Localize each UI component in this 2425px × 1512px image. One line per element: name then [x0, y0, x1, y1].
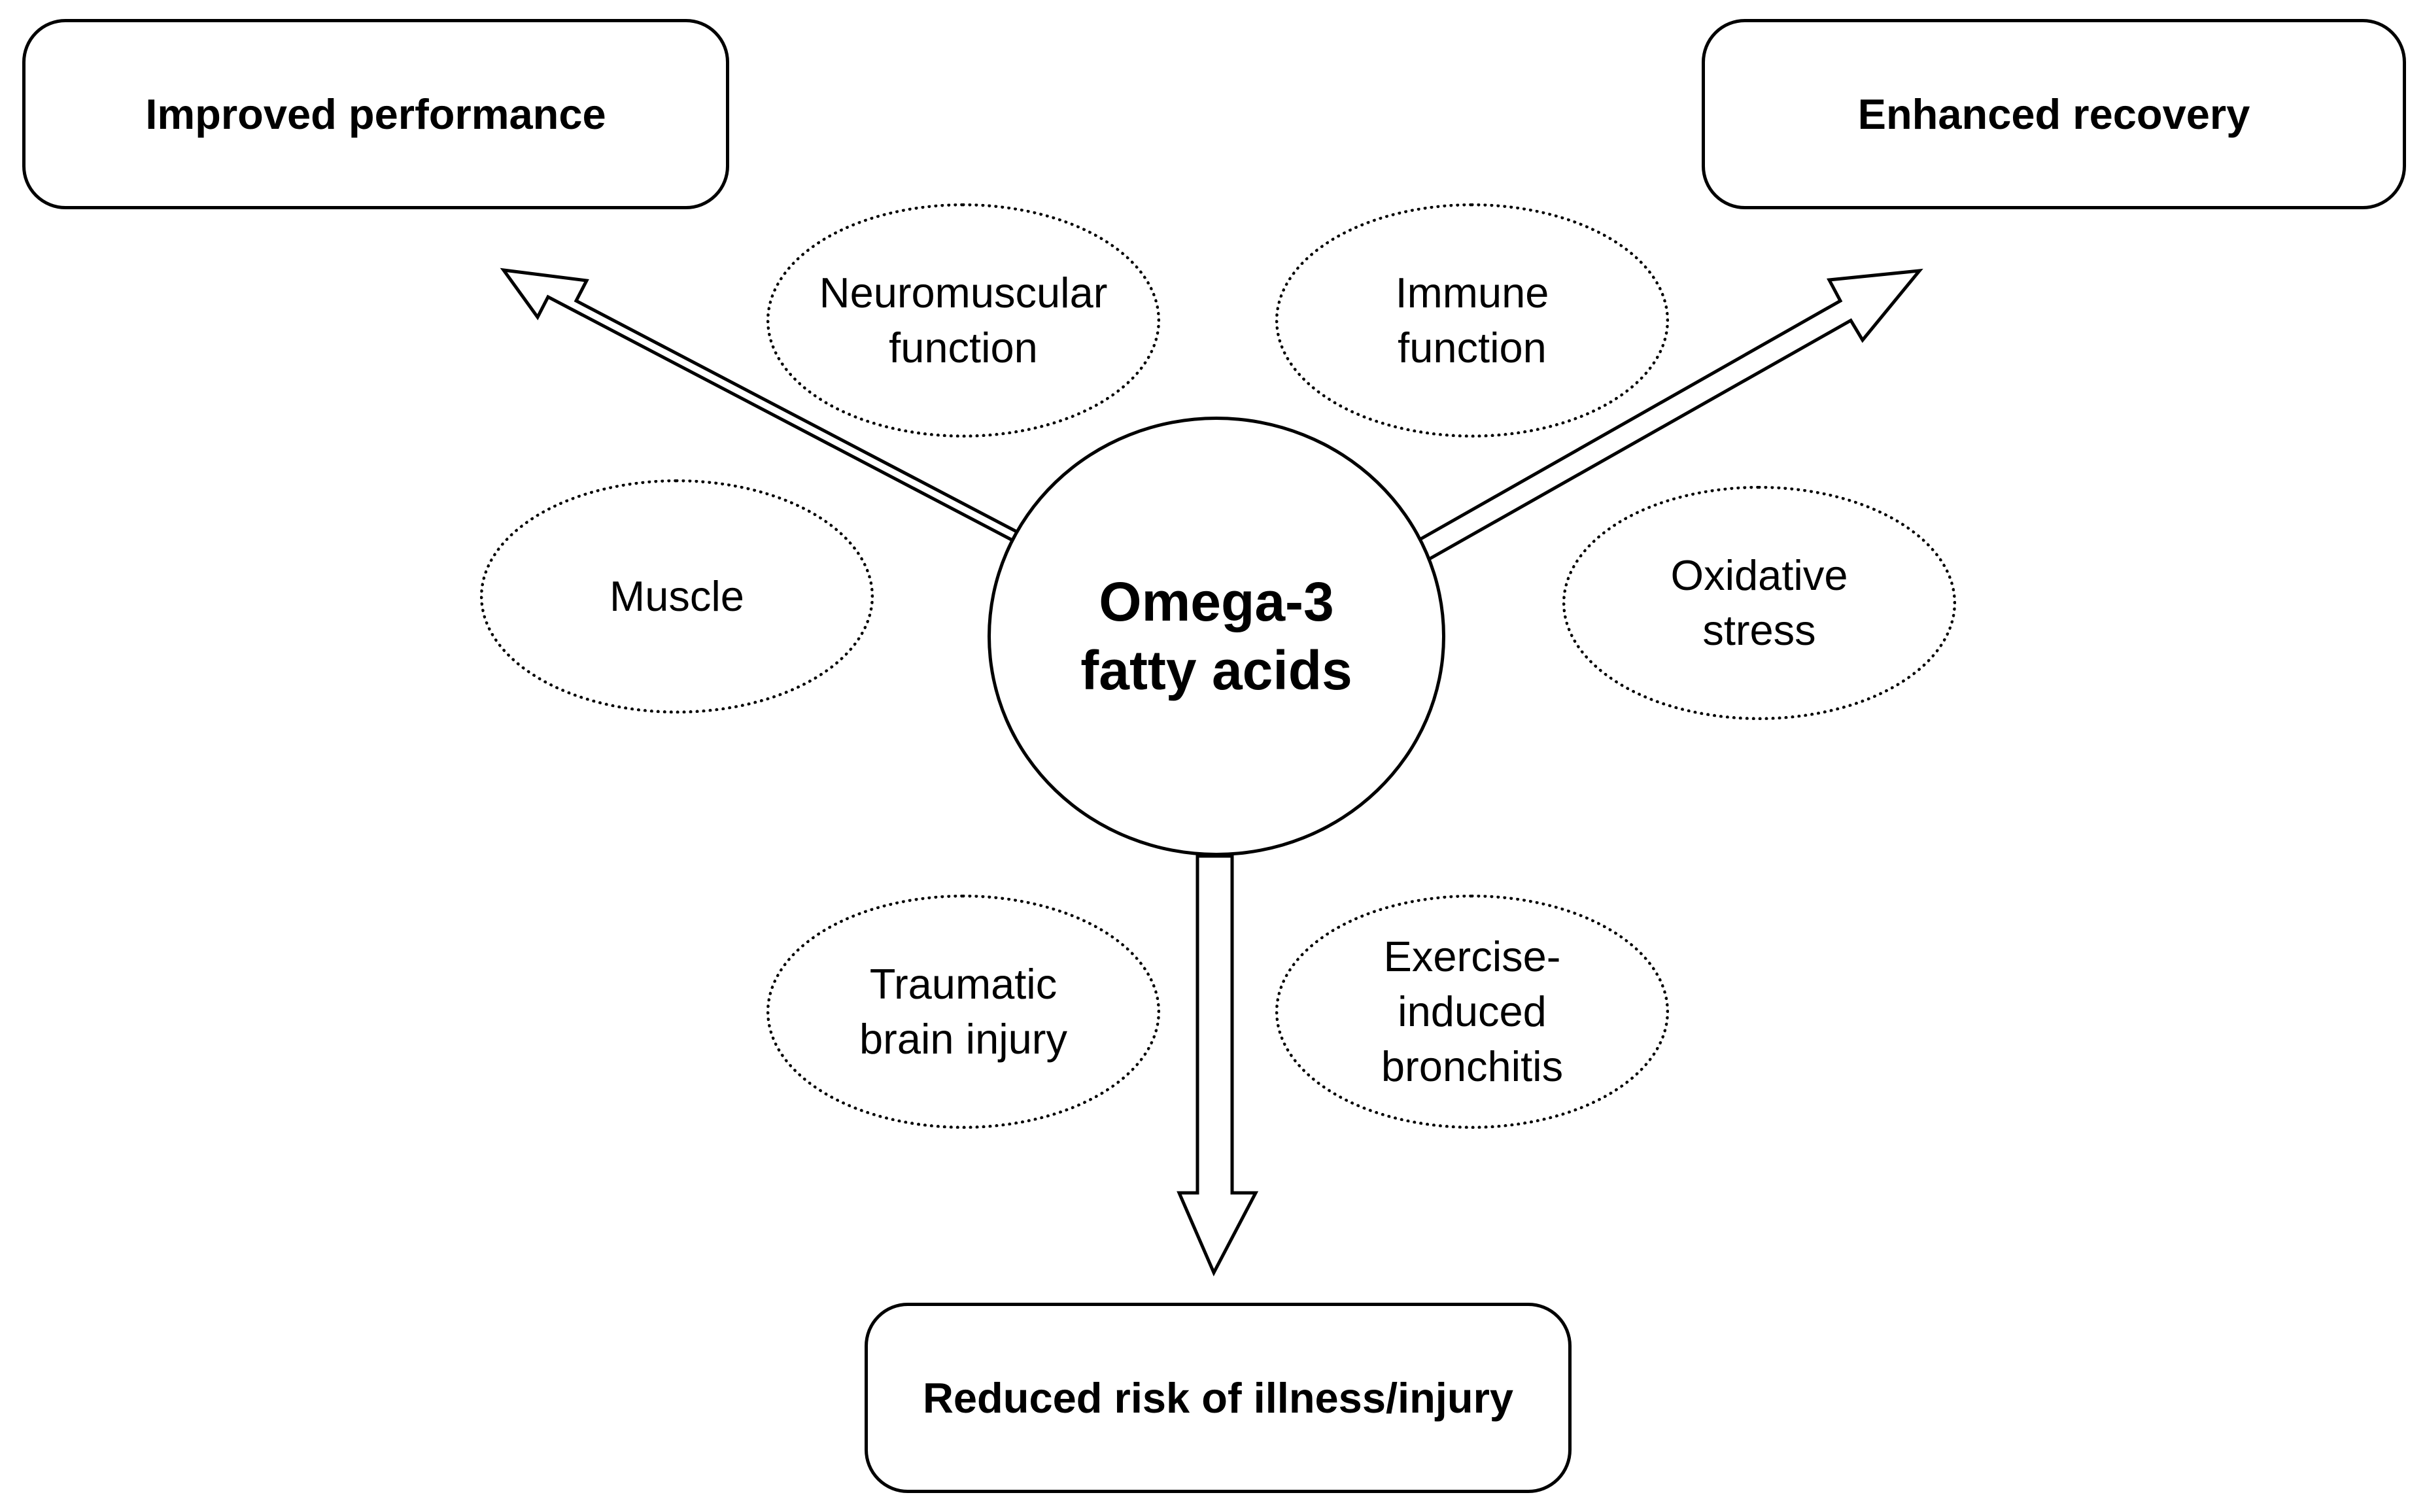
center-node-omega3: Omega-3 fatty acids: [988, 417, 1445, 856]
arrow-to-performance: [500, 267, 1042, 546]
factor-label: Muscle: [610, 572, 744, 620]
outcome-box-reduced-risk: Reduced risk of illness/injury: [865, 1303, 1572, 1493]
arrow-to-risk: [1177, 854, 1259, 1277]
factor-label: Traumatic brain injury: [859, 960, 1067, 1063]
factor-immune-function: Immune function: [1275, 203, 1669, 438]
factor-muscle: Muscle: [480, 479, 874, 713]
factor-label: Oxidative stress: [1670, 551, 1848, 654]
outcome-box-enhanced-recovery: Enhanced recovery: [1702, 19, 2406, 209]
outcome-label: Reduced risk of illness/injury: [922, 1374, 1514, 1422]
outcome-label: Enhanced recovery: [1857, 90, 2250, 138]
factor-exercise-induced-bronchitis: Exercise- induced bronchitis: [1275, 895, 1669, 1129]
factor-label: Immune function: [1395, 269, 1549, 371]
factor-oxidative-stress: Oxidative stress: [1562, 486, 1956, 720]
factor-traumatic-brain-injury: Traumatic brain injury: [766, 895, 1160, 1129]
outcome-box-improved-performance: Improved performance: [22, 19, 729, 209]
arrow-to-recovery: [1416, 268, 1923, 562]
factor-label: Neuromuscular function: [819, 269, 1108, 371]
outcome-label: Improved performance: [145, 90, 606, 138]
factor-neuromuscular-function: Neuromuscular function: [766, 203, 1160, 438]
center-label: Omega-3 fatty acids: [1080, 571, 1352, 701]
factor-label: Exercise- induced bronchitis: [1381, 933, 1564, 1090]
